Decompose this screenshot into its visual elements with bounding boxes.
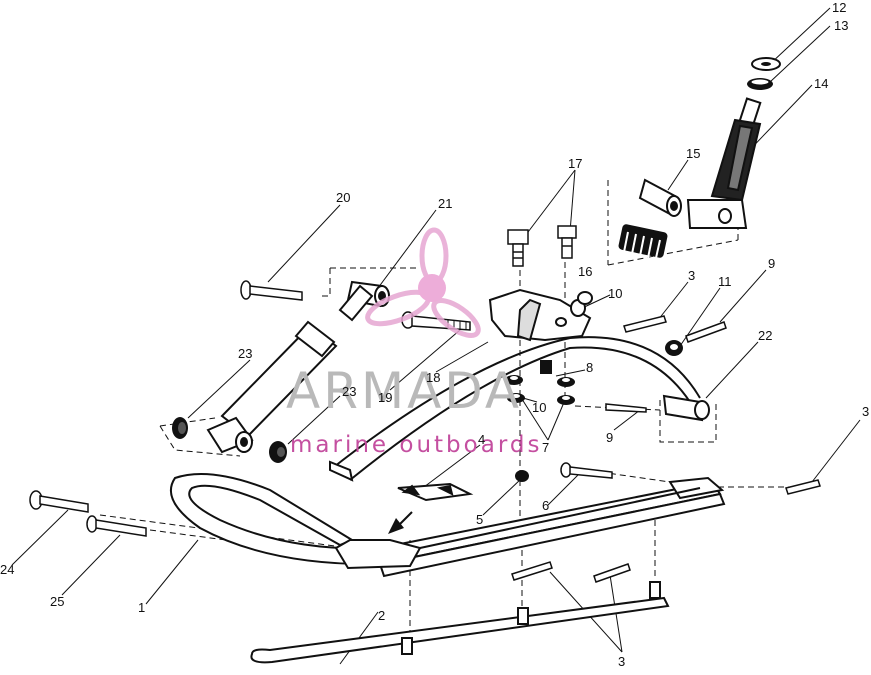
callout-16: 16 [578, 264, 592, 279]
callout-10-top: 10 [608, 286, 622, 301]
washer-12 [751, 57, 781, 71]
shock-absorber [206, 284, 374, 454]
cotter-pin-3-right [785, 479, 821, 495]
callout-4: 4 [478, 432, 485, 447]
callout-15: 15 [686, 146, 700, 161]
watermark-subtitle: marine outboards [290, 432, 542, 458]
callout-12: 12 [832, 0, 846, 15]
callout-19: 19 [378, 390, 392, 405]
nut-5 [515, 470, 529, 482]
callout-20: 20 [336, 190, 350, 205]
callout-6: 6 [542, 498, 549, 513]
callout-7: 7 [542, 440, 549, 455]
nut-11 [665, 340, 683, 356]
callout-25: 25 [50, 594, 64, 609]
spacer-8 [540, 360, 552, 374]
bushing-15 [638, 178, 682, 217]
callout-23-left: 23 [238, 346, 252, 361]
pin-20 [240, 280, 303, 301]
direction-arrow [388, 511, 413, 534]
propeller-logo-icon [365, 227, 481, 338]
bolt-25 [86, 515, 147, 537]
cotter-pin-9-top [685, 321, 727, 343]
watermark: ARMADA marine outboards [286, 227, 542, 458]
bushing-23-right [269, 441, 287, 463]
callout-9-top: 9 [768, 256, 775, 271]
callout-11: 11 [718, 274, 732, 289]
callout-17: 17 [568, 156, 582, 171]
cotter-pin-3-lower-b [593, 563, 631, 583]
bracket-18 [488, 288, 592, 342]
callout-21: 21 [438, 196, 452, 211]
washer-10-top [577, 291, 593, 305]
wear-bar-2 [250, 581, 670, 664]
bushing-13 [747, 78, 773, 90]
callout-3-top: 3 [688, 268, 695, 283]
callout-9-mid: 9 [606, 430, 613, 445]
bolt-24 [29, 490, 89, 513]
callout-2: 2 [378, 608, 385, 623]
spring-16 [618, 224, 668, 259]
leaf-spring-22 [329, 336, 710, 482]
bolt-17-right [557, 225, 577, 259]
washer-stack-10 [505, 375, 575, 405]
cotter-pin-3-top [623, 315, 667, 333]
spindle-14 [686, 97, 762, 229]
bushing-23-left [172, 417, 188, 439]
bracket-4 [397, 482, 474, 502]
ski-1 [170, 473, 726, 578]
watermark-title: ARMADA [286, 362, 522, 420]
pin-9-lower [605, 403, 647, 413]
callout-14: 14 [814, 76, 828, 91]
callout-23-right: 23 [342, 384, 356, 399]
callout-10-mid: 10 [532, 400, 546, 415]
callout-1: 1 [138, 600, 145, 615]
bolt-6 [560, 462, 613, 479]
callout-13: 13 [834, 18, 848, 33]
callout-18: 18 [426, 370, 440, 385]
cotter-pin-3-lower-a [511, 561, 553, 581]
callout-8: 8 [586, 360, 593, 375]
bolt-17-left [507, 229, 529, 267]
callout-24: 24 [0, 562, 14, 577]
callout-3-right: 3 [862, 404, 869, 419]
callout-22: 22 [758, 328, 772, 343]
callout-5: 5 [476, 512, 483, 527]
callout-3-bottom: 3 [618, 654, 625, 669]
